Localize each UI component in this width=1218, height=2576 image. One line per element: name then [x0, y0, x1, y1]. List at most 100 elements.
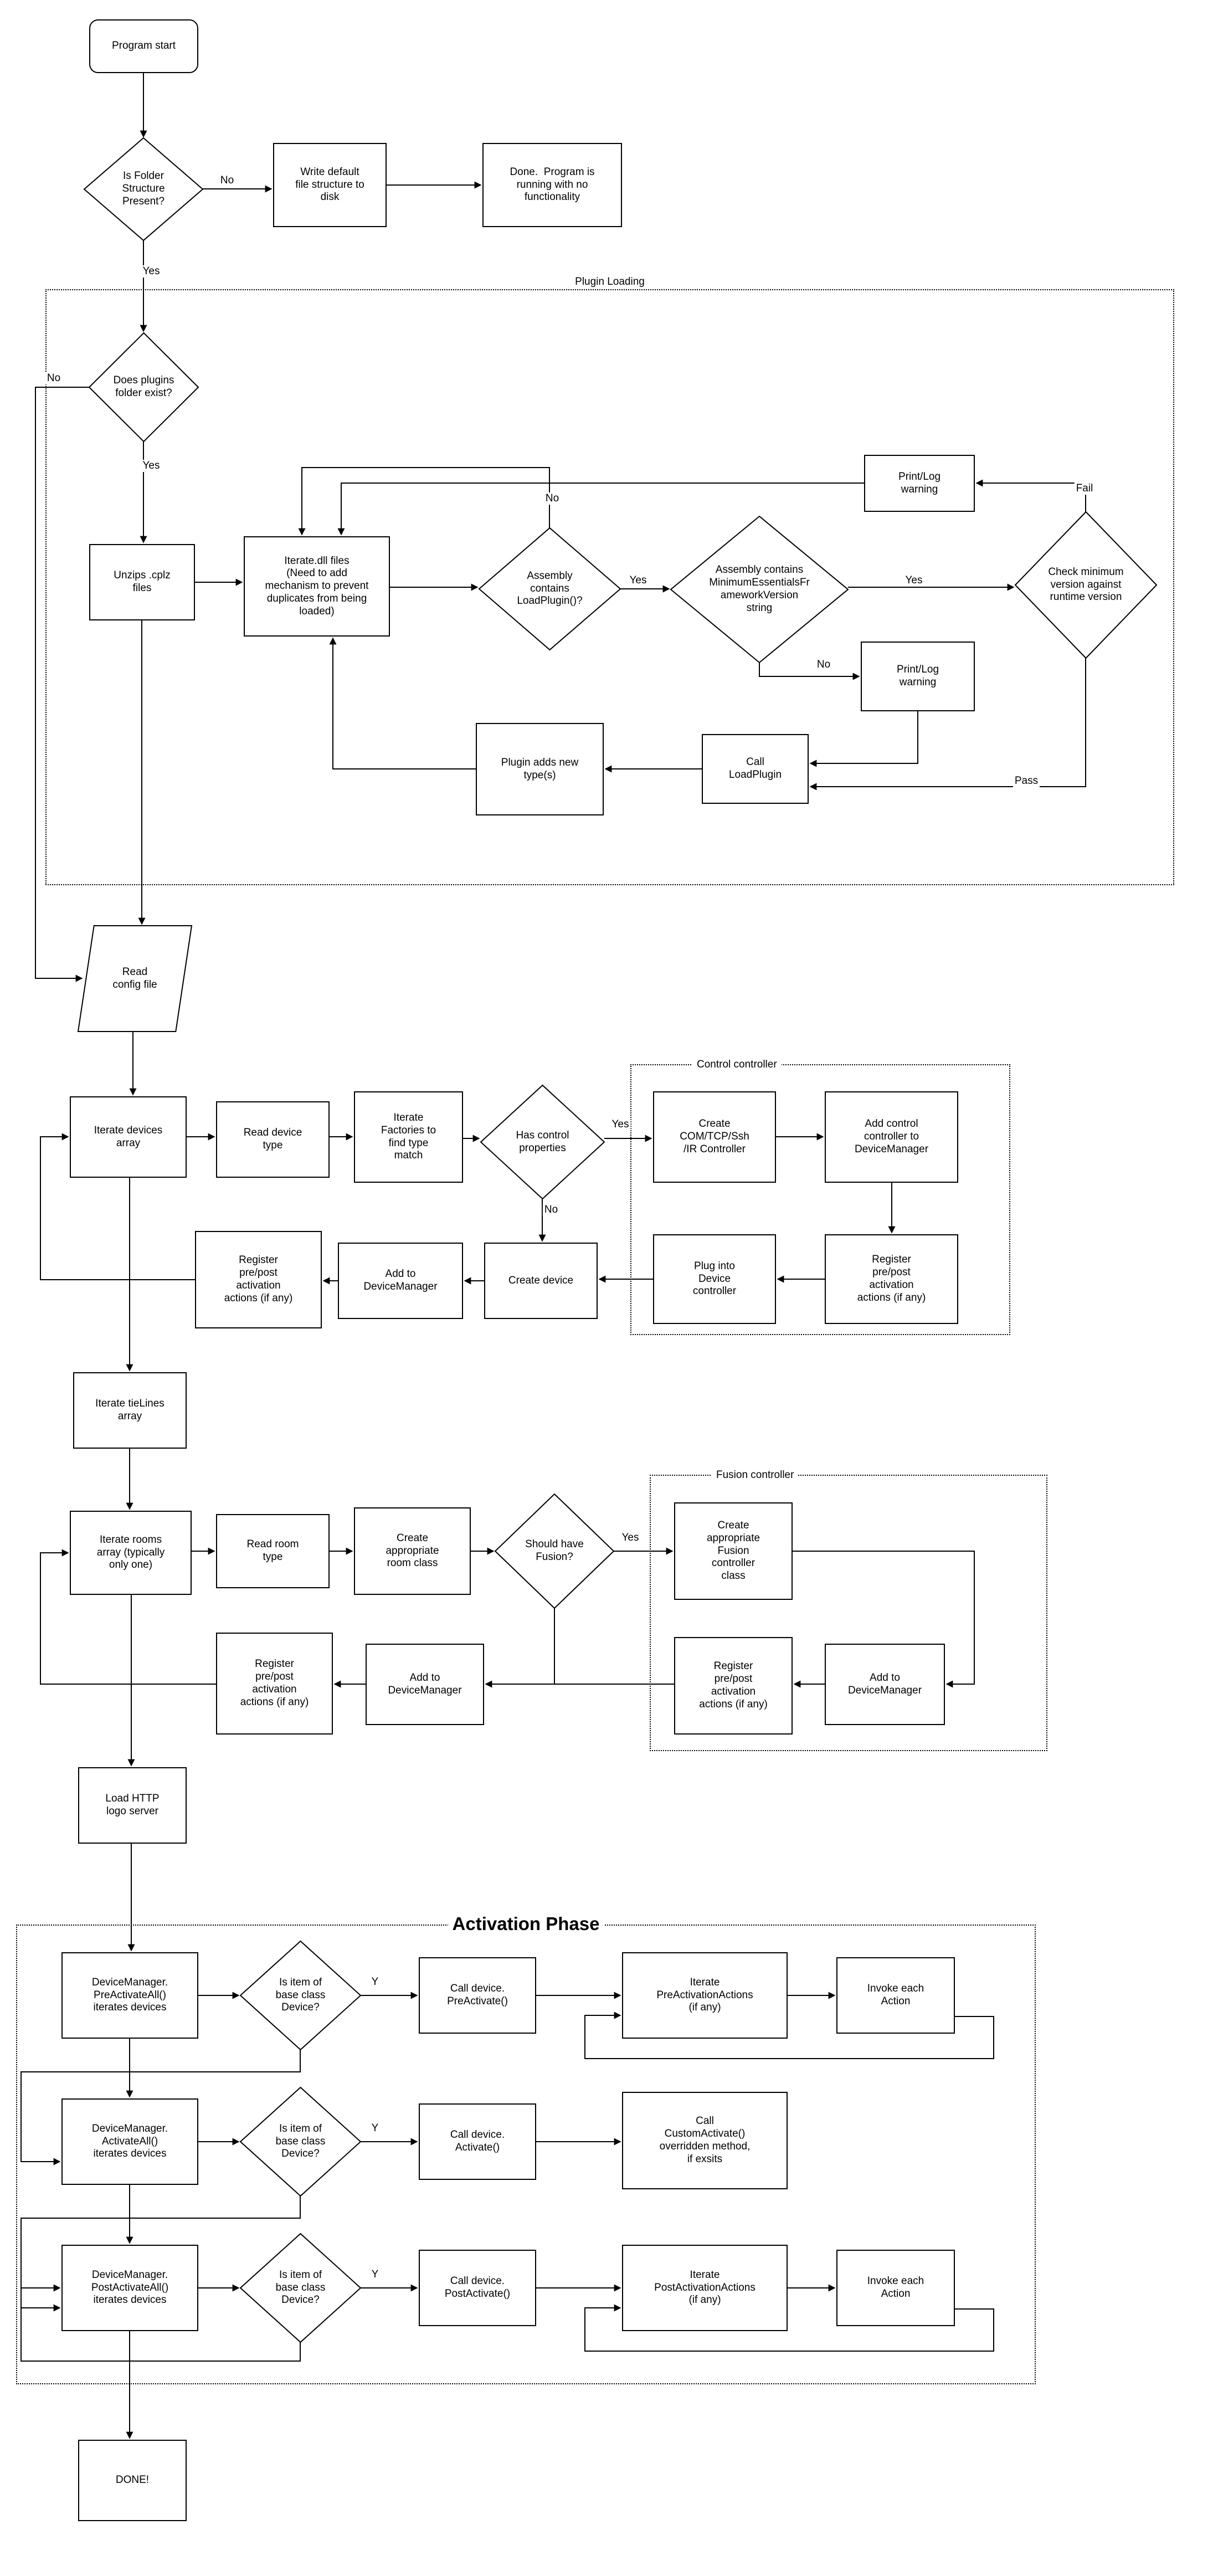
- node-done: DONE!: [78, 2440, 187, 2521]
- decision-is-base-class-device-post-label: Is item of base class Device?: [275, 2269, 326, 2306]
- edge-isbase1-n-loop: [20, 2050, 301, 2166]
- edge-plugin-adds-to-iterate-dll: [329, 637, 476, 769]
- diamond-shape: [240, 2234, 361, 2342]
- diamond-shape: [495, 1494, 614, 1608]
- edge-label-loadplugin-yes: Yes: [628, 574, 649, 587]
- diamond-shape: [481, 1085, 604, 1199]
- node-add-to-dm-fusion: Add to DeviceManager: [825, 1644, 945, 1725]
- node-call-activate: Call device. Activate(): [419, 2103, 536, 2180]
- edge-printlog2-to-call-loadplugin: [809, 711, 918, 767]
- edge-plugins-no-to-read-config: [35, 387, 89, 982]
- edge-label-minversion-no: No: [815, 659, 832, 671]
- node-add-control-controller: Add control controller to DeviceManager: [825, 1091, 958, 1183]
- diamond-shape: [84, 138, 203, 240]
- node-register-prepost-room: Register pre/post activation actions (if…: [216, 1633, 333, 1735]
- edge-label-minversion-yes: Yes: [903, 574, 924, 587]
- decision-is-base-class-device-act: Is item of base class Device?: [240, 2087, 361, 2196]
- node-printlog-warning-nostring: Print/Log warning: [861, 642, 975, 711]
- decision-plugins-folder-exist: Does plugins folder exist?: [89, 333, 198, 442]
- edge-label-isbase1-y: Y: [369, 1976, 381, 1988]
- edge-create-fusion-to-add-dm-fusion: [793, 1551, 975, 1688]
- edge-label-isbase3-y: Y: [369, 2269, 381, 2281]
- group-control-controller-title: Control controller: [692, 1059, 782, 1071]
- diamond-shape: [1015, 512, 1157, 658]
- edge-loadplugin-no-to-iterate-dll: [298, 467, 550, 536]
- node-iterate-dll: Iterate.dll files (Need to add mechanism…: [244, 536, 390, 637]
- diamond-shape: [240, 1941, 361, 2050]
- decision-is-base-class-device-pre-label: Is item of base class Device?: [275, 1976, 326, 2014]
- node-iterate-devices: Iterate devices array: [70, 1096, 187, 1178]
- decision-should-have-fusion: Should have Fusion?: [495, 1494, 614, 1608]
- edge-isbase3-n-loop: [20, 2284, 301, 2362]
- node-load-http-logo: Load HTTP logo server: [78, 1767, 187, 1844]
- diamond-shape: [671, 516, 848, 663]
- edge-label-fusion-yes: Yes: [620, 1532, 641, 1544]
- node-printlog-warning-fail: Print/Log warning: [864, 455, 975, 512]
- edge-register-device-loop-to-iterate-devices: [40, 1133, 195, 1280]
- edge-label-isbase2-y: Y: [369, 2122, 381, 2134]
- group-control-controller: Control controller: [630, 1059, 1010, 1335]
- node-call-preactivate: Call device. PreActivate(): [419, 1957, 536, 2034]
- node-dm-activateall: DeviceManager. ActivateAll() iterates de…: [61, 2098, 198, 2185]
- group-fusion-controller-title: Fusion controller: [712, 1469, 799, 1481]
- edge-invoke1-loop-to-iterate-preactions: [584, 2011, 994, 2059]
- edge-checkmin-pass-to-call-loadplugin: [809, 658, 1086, 791]
- node-iterate-tielines: Iterate tieLines array: [73, 1372, 187, 1449]
- decision-folder-structure-present: Is Folder Structure Present?: [84, 138, 203, 240]
- parallelogram-shape: [78, 926, 192, 1032]
- edge-minversion-no-to-printlog2: [759, 663, 860, 680]
- decision-is-base-class-device-act-label: Is item of base class Device?: [275, 2122, 326, 2160]
- edge-label-folder-yes: Yes: [141, 265, 162, 278]
- group-plugin-loading: Plugin Loading: [45, 276, 1174, 885]
- edge-label-plugins-no: No: [45, 372, 63, 384]
- node-create-controller: Create COM/TCP/Ssh /IR Controller: [653, 1091, 776, 1183]
- edge-label-plugins-yes: Yes: [141, 460, 162, 472]
- node-call-loadplugin: Call LoadPlugin: [702, 734, 809, 804]
- node-iterate-preactivationactions: Iterate PreActivationActions (if any): [622, 1952, 788, 2039]
- node-plug-into-device: Plug into Device controller: [653, 1234, 776, 1324]
- node-call-postactivate: Call device. PostActivate(): [419, 2250, 536, 2326]
- decision-assembly-contains-loadplugin-label: Assembly contains LoadPlugin()?: [517, 569, 583, 607]
- group-activation-phase-title: Activation Phase: [448, 1913, 604, 1934]
- edge-label-checkmin-pass: Pass: [1013, 775, 1040, 787]
- decision-has-control-properties: Has control properties: [481, 1085, 604, 1199]
- node-iterate-postactivationactions: Iterate PostActivationActions (if any): [622, 2245, 788, 2331]
- decision-folder-structure-present-label: Is Folder Structure Present?: [122, 170, 165, 207]
- node-register-prepost-device: Register pre/post activation actions (if…: [195, 1231, 322, 1328]
- node-create-fusion-controller: Create appropriate Fusion controller cla…: [674, 1502, 793, 1600]
- diamond-shape: [240, 2087, 361, 2196]
- node-invoke-each-action-post: Invoke each Action: [836, 2250, 955, 2326]
- node-register-prepost-ctrl: Register pre/post activation actions (if…: [825, 1234, 958, 1324]
- node-iterate-factories: Iterate Factories to find type match: [354, 1091, 463, 1183]
- edge-checkmin-fail-to-printlog: [975, 479, 1086, 512]
- node-write-default-structure: Write default file structure to disk: [273, 143, 387, 227]
- group-fusion-controller: Fusion controller: [650, 1469, 1047, 1751]
- diamond-shape: [89, 333, 198, 442]
- node-read-room-type: Read room type: [216, 1514, 330, 1588]
- node-plugin-adds-types: Plugin adds new type(s): [476, 723, 604, 815]
- node-iterate-rooms: Iterate rooms array (typically only one): [70, 1511, 192, 1595]
- node-register-prepost-fusion: Register pre/post activation actions (if…: [674, 1637, 793, 1735]
- edge-label-folder-no: No: [218, 175, 236, 187]
- edge-label-hascontrol-yes: Yes: [610, 1118, 631, 1131]
- node-add-to-dm-device: Add to DeviceManager: [338, 1243, 463, 1319]
- group-plugin-loading-title: Plugin Loading: [571, 276, 649, 288]
- io-read-config-file-label: Read config file: [112, 966, 157, 991]
- group-activation-phase: Activation Phase: [16, 1913, 1036, 2384]
- edge-label-loadplugin-no: No: [543, 492, 561, 505]
- node-dm-postactivateall: DeviceManager. PostActivateAll() iterate…: [61, 2245, 198, 2331]
- node-create-device: Create device: [484, 1243, 598, 1319]
- edge-label-checkmin-fail: Fail: [1074, 483, 1095, 495]
- decision-assembly-contains-loadplugin: Assembly contains LoadPlugin()?: [479, 528, 620, 650]
- edge-isbase2-n-loop: [20, 2196, 301, 2312]
- decision-plugins-folder-exist-label: Does plugins folder exist?: [113, 374, 174, 399]
- decision-assembly-contains-minversion-label: Assembly contains MinimumEssentialsFr am…: [709, 564, 810, 614]
- decision-is-base-class-device-pre: Is item of base class Device?: [240, 1941, 361, 2050]
- decision-check-minimum-version-label: Check minimum version against runtime ve…: [1048, 566, 1124, 603]
- edge-label-hascontrol-no: No: [542, 1204, 560, 1216]
- decision-should-have-fusion-label: Should have Fusion?: [525, 1538, 584, 1563]
- node-program-start: Program start: [89, 19, 198, 73]
- decision-has-control-properties-label: Has control properties: [516, 1129, 569, 1154]
